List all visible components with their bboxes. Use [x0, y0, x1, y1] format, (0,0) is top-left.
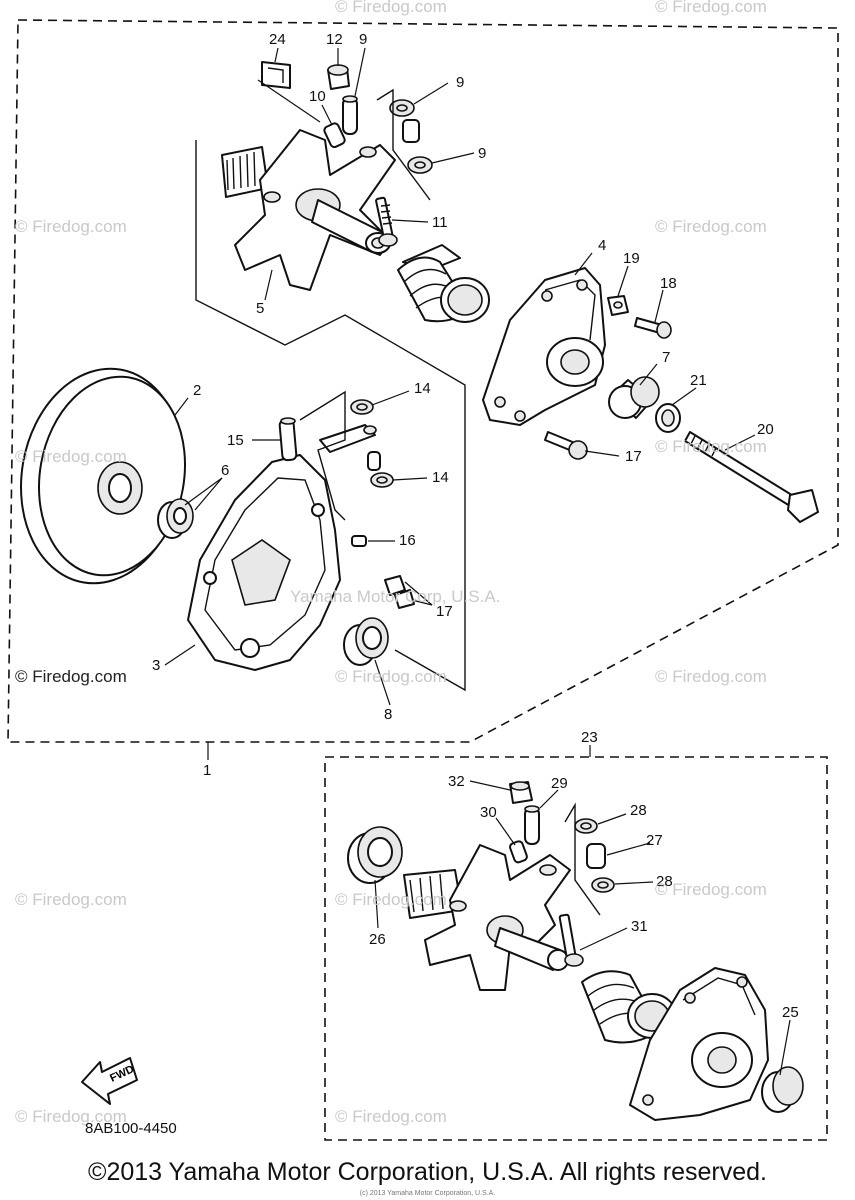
callout-12: 11 — [432, 214, 448, 231]
callout-9b: 9 — [478, 145, 486, 162]
callout-17: 17 — [436, 603, 453, 620]
assembly-24-boundary — [324, 756, 828, 1141]
part-2-sheave — [20, 367, 187, 585]
corp-watermark: Yamaha Motor Corp, U.S.A. — [290, 587, 500, 606]
fwd-arrow-icon: FWD — [81, 1057, 138, 1105]
part-7-bushing — [608, 376, 660, 419]
part-19-bolt — [634, 317, 672, 339]
part-22-washer — [655, 403, 681, 433]
watermark: © Firedog.com — [15, 217, 127, 236]
assembly-1-boundary — [7, 19, 839, 743]
part-18-bolt — [544, 431, 588, 460]
part-9-washers — [376, 88, 433, 201]
callout-15: 15 — [227, 432, 244, 449]
watermarks: © Firedog.com © Firedog.com © Firedog.co… — [15, 0, 767, 1126]
group-frame-upper — [195, 140, 466, 692]
callout-25: 25 — [782, 1004, 799, 1021]
part-26-bushing — [347, 826, 403, 884]
callout-31: 31 — [631, 918, 648, 935]
callout-32: 32 — [448, 773, 465, 790]
callout-5: 5 — [256, 300, 264, 317]
part-15-shaft — [278, 417, 298, 462]
callout-27: 27 — [646, 832, 663, 849]
callout-11: 10 — [309, 88, 326, 105]
callout-16: 16 — [399, 532, 416, 549]
small-print: (c) 2013 Yamaha Motor Corporation, U.S.A… — [359, 1190, 496, 1197]
part-6-bushing — [157, 498, 194, 539]
part-4-cover — [482, 267, 606, 426]
watermark: © Firedog.com — [655, 217, 767, 236]
callout-4: 4 — [598, 237, 606, 254]
callout-6: 6 — [221, 462, 229, 479]
part-16-screw — [351, 535, 367, 547]
part-20-nut — [607, 295, 629, 316]
part-25-bushing — [761, 1066, 804, 1113]
part-29-pin — [524, 805, 540, 845]
part-17-weights — [384, 575, 415, 609]
callout-9a: 9 — [456, 74, 464, 91]
part-31-bolt — [558, 913, 584, 967]
part-5-arm — [221, 129, 396, 291]
watermark: © Firedog.com — [335, 0, 447, 16]
callout-19: 18 — [660, 275, 677, 292]
watermark: © Firedog.com — [335, 890, 447, 909]
watermark: © Firedog.com — [335, 667, 447, 686]
callout-2: 2 — [193, 382, 201, 399]
part-23-clip — [257, 61, 321, 123]
part-12-bolt — [375, 196, 398, 247]
watermark: © Firedog.com — [15, 1107, 127, 1126]
watermark: © Firedog.com — [655, 0, 767, 16]
callout-14b: 14 — [432, 469, 449, 486]
callout-18: 17 — [625, 448, 642, 465]
callout-29: 29 — [551, 775, 568, 792]
callout-26: 26 — [369, 931, 386, 948]
callout-3: 3 — [152, 657, 160, 674]
watermark: © Firedog.com — [15, 447, 127, 466]
part-8-bushing — [343, 617, 389, 666]
copyright-notice: ©2013 Yamaha Motor Corporation, U.S.A. A… — [88, 1158, 767, 1186]
leader-lines — [164, 47, 791, 1076]
callout-10: 9 — [359, 31, 367, 48]
part-32-nut — [509, 781, 533, 804]
part-11-screw — [323, 122, 346, 149]
callout-20: 19 — [623, 250, 640, 267]
callout-13: 12 — [326, 31, 343, 48]
callout-1: 1 — [203, 762, 211, 779]
callout-30: 30 — [480, 804, 497, 821]
callouts: 24 12 9 10 9 9 11 5 4 19 18 7 21 20 17 2… — [152, 31, 799, 1021]
part-21-bolt — [684, 431, 819, 523]
callout-7: 7 — [662, 349, 670, 366]
part-boot-upper — [397, 244, 490, 323]
watermark-dark: © Firedog.com — [15, 667, 127, 686]
part-30-screw — [509, 840, 528, 864]
callout-28a: 28 — [630, 802, 647, 819]
part-lower-cover — [629, 967, 769, 1121]
watermark: © Firedog.com — [655, 437, 767, 456]
watermark: © Firedog.com — [655, 880, 767, 899]
watermark: © Firedog.com — [15, 890, 127, 909]
callout-22: 21 — [690, 372, 707, 389]
part-10-pin — [342, 95, 358, 135]
callout-24: 23 — [581, 729, 598, 746]
part-28-27-washers — [564, 802, 615, 916]
callout-21: 20 — [757, 421, 774, 438]
watermark: © Firedog.com — [655, 667, 767, 686]
part-14-parts — [299, 390, 394, 521]
callout-23: 24 — [269, 31, 286, 48]
callout-28b: 28 — [656, 873, 673, 890]
watermark: © Firedog.com — [335, 1107, 447, 1126]
part-3-housing — [187, 454, 341, 671]
callout-8: 8 — [384, 706, 392, 723]
diagram-code: 8AB100-4450 — [85, 1120, 177, 1137]
callout-14a: 14 — [414, 380, 431, 397]
part-13-nut — [327, 64, 350, 90]
part-24-arm — [403, 844, 571, 991]
